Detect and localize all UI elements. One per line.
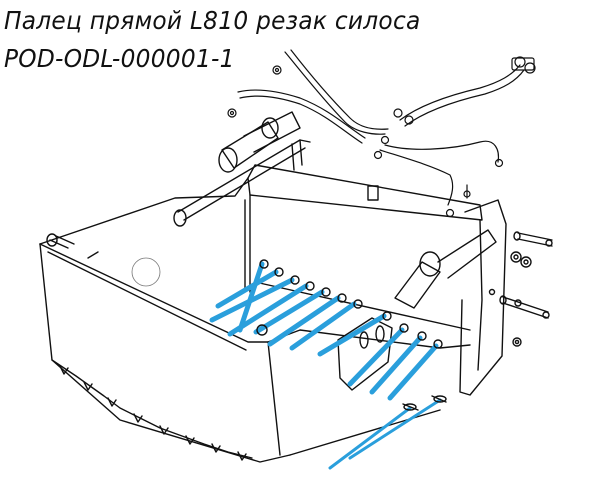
tine-sockets [256,259,447,411]
silage-cutter-bucket [39,111,507,463]
hydraulic-hoses [227,49,536,218]
part-code: POD-ODL-000001-1 [4,44,235,73]
part-title: Палец прямой L810 резак силоса [4,6,421,35]
fasteners [499,231,553,347]
straight-tines-highlighted [209,261,442,470]
